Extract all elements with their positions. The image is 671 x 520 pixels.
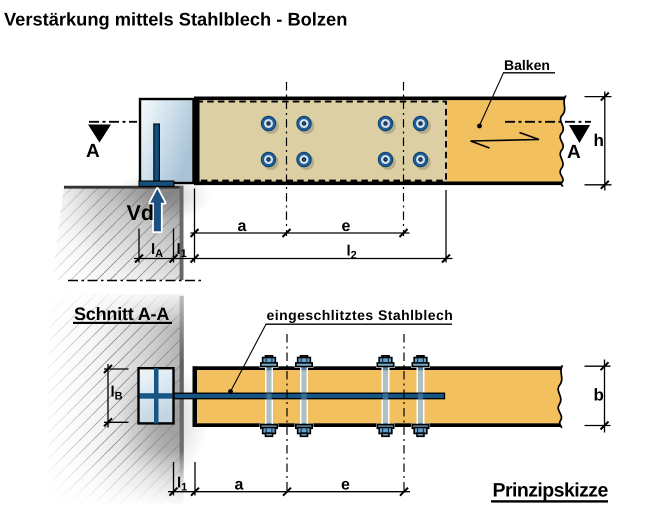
svg-text:A: A: [567, 142, 581, 163]
svg-text:e: e: [342, 218, 351, 235]
svg-text:Prinzipskizze: Prinzipskizze: [493, 480, 609, 502]
svg-text:Vd: Vd: [127, 201, 154, 225]
svg-text:a: a: [238, 218, 247, 235]
svg-text:h: h: [594, 131, 604, 150]
svg-text:A: A: [86, 141, 100, 162]
svg-text:e: e: [341, 477, 350, 494]
svg-text:Balken: Balken: [504, 57, 550, 73]
svg-text:l2: l2: [347, 243, 357, 262]
svg-text:l1: l1: [177, 475, 187, 494]
svg-text:a: a: [235, 477, 244, 494]
svg-text:b: b: [594, 386, 604, 405]
svg-text:eingeschlitztes Stahlblech: eingeschlitztes Stahlblech: [267, 307, 454, 323]
svg-text:l1: l1: [177, 241, 187, 260]
svg-text:Verstärkung mittels Stahlblech: Verstärkung mittels Stahlblech - Bolzen: [4, 9, 347, 30]
svg-text:Schnitt A-A: Schnitt A-A: [74, 304, 169, 324]
